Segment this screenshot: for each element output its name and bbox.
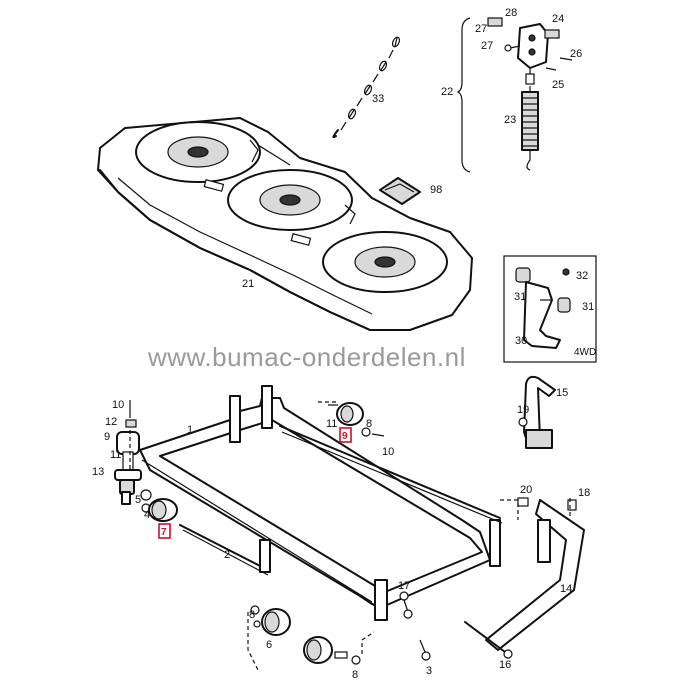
lift-arm-part-15 [523, 375, 556, 449]
callout-21: 21 [242, 278, 254, 290]
callout-15: 15 [556, 387, 568, 399]
callout-20: 20 [520, 484, 532, 496]
callout-4: 4 [144, 509, 150, 521]
callout-8b: 8 [249, 609, 255, 621]
callout-12: 12 [105, 416, 117, 428]
callout-22: 22 [441, 86, 453, 98]
callout-31a: 31 [514, 291, 526, 303]
hanger-arm-part-14 [485, 499, 585, 651]
callout-26: 26 [570, 48, 582, 60]
pivot-part-16 [464, 621, 513, 659]
bolt-part-3 [419, 639, 431, 661]
4wd-inset-panel [503, 255, 597, 363]
callout-25: 25 [552, 79, 564, 91]
rod-part-2 [179, 524, 271, 576]
callout-11a: 11 [110, 449, 121, 461]
small-fasteners [517, 417, 577, 511]
callout-32: 32 [576, 270, 588, 282]
callout-9a: 9 [104, 431, 110, 443]
callout-19: 19 [517, 404, 529, 416]
callout-18: 18 [578, 487, 590, 499]
roller-part-9 [328, 402, 385, 437]
callout-27a: 27 [475, 23, 487, 35]
highlight-box-9 [339, 427, 352, 443]
callout-6: 6 [266, 639, 272, 651]
spring-assembly-parts [487, 17, 573, 171]
callout-33: 33 [372, 93, 384, 105]
spring-assembly-bracket-22 [456, 17, 471, 173]
roller-part-6 [250, 605, 291, 636]
callout-30: 30 [515, 335, 527, 347]
callout-9-highlighted: 9 [342, 431, 348, 442]
watermark-text: www.bumac-onderdelen.nl [147, 342, 466, 372]
callout-17: 17 [398, 580, 410, 592]
callout-27b: 27 [481, 40, 493, 52]
rear-rod [279, 425, 503, 524]
callout-labels: 28 27 24 27 26 25 22 23 33 98 21 32 31 3… [92, 7, 596, 681]
deck-bracket-part-98 [379, 177, 421, 205]
callout-14: 14 [560, 583, 572, 595]
callout-5: 5 [135, 494, 141, 506]
callout-11b: 11 [326, 418, 337, 430]
callout-98: 98 [430, 184, 442, 196]
roller-part-5 [303, 636, 361, 665]
callout-10a: 10 [112, 399, 124, 411]
callout-8a: 8 [366, 418, 372, 430]
highlight-box-7 [158, 523, 171, 539]
deck-hanger-frame [139, 385, 501, 621]
callout-8c: 8 [352, 669, 358, 681]
callout-16: 16 [499, 659, 511, 671]
inset-badge-4wd: 4WD [574, 347, 596, 358]
left-mount-parts [114, 400, 152, 513]
callout-7-highlighted: 7 [161, 527, 167, 538]
callout-2: 2 [224, 549, 230, 561]
callout-13: 13 [92, 466, 104, 478]
callout-1: 1 [187, 424, 193, 436]
bolt-part-17 [399, 591, 413, 619]
dashed-leaders [129, 401, 571, 671]
callout-10b: 10 [382, 446, 394, 458]
callout-3: 3 [426, 665, 432, 677]
callout-31b: 31 [582, 301, 594, 313]
callout-23: 23 [504, 114, 516, 126]
callout-24: 24 [552, 13, 564, 25]
mower-deck-housing [97, 117, 473, 331]
callout-28: 28 [505, 7, 517, 19]
roller-part-7 [148, 498, 178, 522]
deck-chain-part-33 [332, 36, 401, 139]
highlighted-callouts: 9 7 [158, 427, 352, 539]
